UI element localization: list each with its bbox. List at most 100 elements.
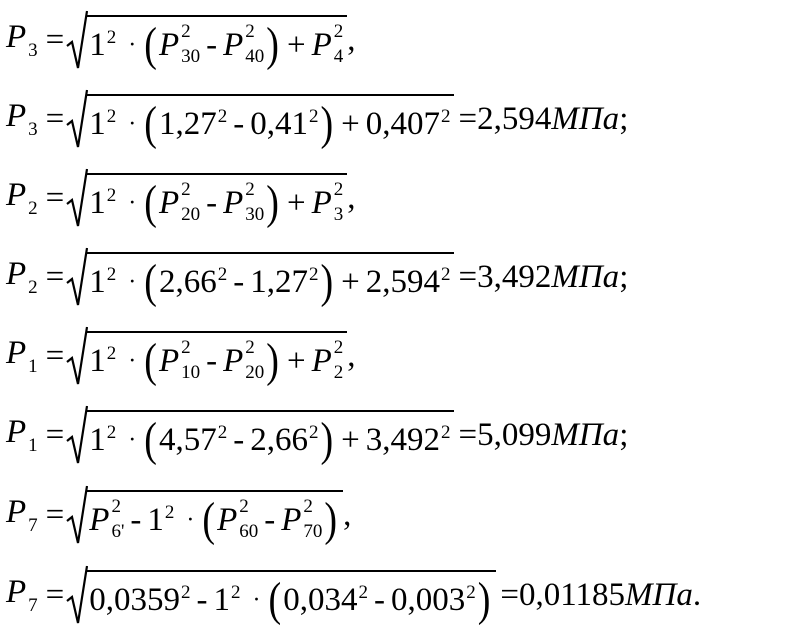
radical-sign xyxy=(66,326,89,385)
right-paren: ) xyxy=(477,573,491,627)
radical-sign xyxy=(66,565,89,624)
multiply-dot: · xyxy=(128,269,137,295)
multiply-dot: · xyxy=(128,111,137,137)
number: 4,572 xyxy=(158,422,228,458)
result-value: =0,01185 xyxy=(500,576,625,613)
number: 12 xyxy=(89,185,117,221)
minus-sign: - xyxy=(373,581,385,618)
unit-label: МПа xyxy=(551,416,620,453)
equals-sign: = xyxy=(45,576,65,613)
left-paren: ( xyxy=(144,18,157,72)
exponent: 2 xyxy=(231,582,241,603)
superscript: 2 xyxy=(181,179,191,200)
square-root: 12·(1,272-0,412)+0,4072 xyxy=(66,89,455,151)
minus-sign: - xyxy=(233,421,245,458)
number: 3,4922 xyxy=(365,422,451,458)
exponent: 2 xyxy=(106,264,117,285)
plus-sign: + xyxy=(286,26,306,63)
subscript: 3 xyxy=(28,39,38,61)
superscript: 2 xyxy=(333,21,344,42)
equals-sign: = xyxy=(45,100,65,137)
subscript: 4 xyxy=(333,46,344,67)
right-paren: ) xyxy=(320,97,334,151)
subscript: 3 xyxy=(28,118,38,140)
superscript: 2 xyxy=(303,496,313,517)
punctuation: , xyxy=(343,496,352,533)
plus-sign: + xyxy=(341,421,360,458)
number: 1,272 xyxy=(158,106,228,142)
equals-sign: = xyxy=(45,179,65,216)
square-root: 12·(2,662-1,272)+2,5942 xyxy=(66,247,455,309)
left-paren: ( xyxy=(144,413,157,467)
plus-sign: + xyxy=(341,263,360,300)
exponent: 2 xyxy=(440,264,451,285)
punctuation: ; xyxy=(619,258,629,295)
exponent: 2 xyxy=(358,582,368,603)
superscript: 2 xyxy=(245,337,255,358)
minus-sign: - xyxy=(264,501,276,538)
number: 2,662 xyxy=(158,264,228,300)
superscript: 2 xyxy=(181,21,191,42)
number: 12 xyxy=(213,582,241,618)
result-value: =5,099 xyxy=(458,416,552,453)
superscript: 2 xyxy=(111,496,121,517)
superscript: 2 xyxy=(333,179,344,200)
left-paren: ( xyxy=(202,493,216,547)
exponent: 2 xyxy=(308,264,319,285)
multiply-dot: · xyxy=(252,587,261,613)
superscript: 2 xyxy=(245,21,255,42)
radicand: 12·(4,572-2,662)+3,4922 xyxy=(87,410,455,467)
minus-sign: - xyxy=(196,581,208,618)
exponent: 2 xyxy=(106,422,117,443)
superscript: 2 xyxy=(333,337,344,358)
minus-sign: - xyxy=(206,342,218,379)
radical-sign xyxy=(66,405,89,464)
radical-sign xyxy=(66,247,89,306)
unit-label: МПа xyxy=(625,576,693,613)
number: 0,412 xyxy=(250,106,319,142)
exponent: 2 xyxy=(164,502,175,523)
subscript: 7 xyxy=(28,514,38,536)
subscript: 40 xyxy=(245,46,265,67)
unit-label: МПа xyxy=(551,258,620,295)
punctuation: ; xyxy=(619,100,629,137)
right-paren: ) xyxy=(320,255,334,309)
exponent: 2 xyxy=(440,106,451,127)
exponent: 2 xyxy=(106,185,117,206)
number: 0,03592 xyxy=(89,582,191,618)
equals-sign: = xyxy=(45,21,65,58)
left-paren: ( xyxy=(144,334,157,388)
superscript: 2 xyxy=(245,179,255,200)
number: 12 xyxy=(89,27,117,63)
number: 12 xyxy=(89,106,117,142)
superscript: 2 xyxy=(239,496,249,517)
left-paren: ( xyxy=(268,573,282,627)
exponent: 2 xyxy=(217,106,228,127)
